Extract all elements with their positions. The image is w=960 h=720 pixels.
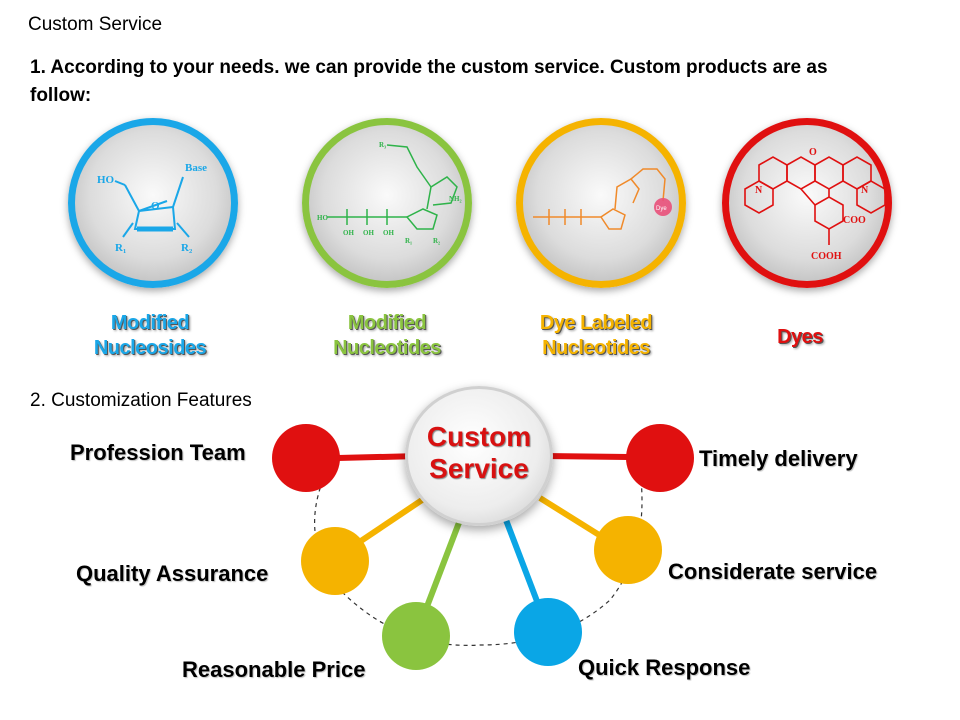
rhodamine-dye-structure-icon: N N O COO COOH (744, 147, 885, 262)
product-label-dye-labeled-nucleotides: Dye Labeled Nucleotides (496, 311, 696, 361)
svg-text:N: N (755, 185, 763, 196)
product-label-line1: Modified (347, 312, 427, 334)
svg-text:NH₂: NH₂ (449, 195, 462, 203)
node-considerate-service (594, 516, 662, 584)
node-quality-assurance (301, 527, 369, 595)
dye-tag-text: Dye (656, 206, 667, 212)
features-section-title: 2. Customization Features (30, 390, 252, 411)
svg-text:N: N (861, 185, 869, 196)
svg-text:OH: OH (343, 229, 354, 237)
feature-label-quality-assurance: Quality Assurance (76, 561, 269, 586)
svg-text:R₂: R₂ (433, 237, 440, 245)
product-label-modified-nucleotides: Modified Nucleotides (287, 311, 487, 361)
nucleotide-structure-icon: HO OH OH OH R₃ R₁ R₂ NH₂ (317, 141, 462, 245)
svg-text:R₁: R₁ (405, 237, 412, 245)
svg-text:OH: OH (363, 229, 374, 237)
svg-text:R₁: R₁ (115, 242, 126, 254)
product-circle-dyes: N N O COO COOH (722, 118, 892, 288)
product-label-line2: Nucleosides (93, 337, 207, 359)
product-label-line1: Modified (110, 312, 190, 334)
product-label-line1: Dyes (777, 326, 823, 348)
feature-label-reasonable-price: Reasonable Price (182, 657, 366, 682)
node-profession-team (272, 424, 340, 492)
product-label-modified-nucleosides: Modified Nucleosides (50, 311, 250, 361)
spoke-timely-delivery (543, 453, 629, 460)
page-title: Custom Service (28, 14, 163, 35)
svg-text:R₂: R₂ (181, 242, 193, 254)
feature-label-quick-response: Quick Response (578, 655, 751, 680)
svg-text:COO: COO (843, 215, 866, 226)
feature-label-timely-delivery: Timely delivery (699, 446, 858, 471)
nucleoside-structure-icon: HO Base R₁ R₂ O (97, 162, 207, 254)
svg-text:HO: HO (317, 214, 328, 222)
svg-text:O: O (151, 200, 160, 212)
product-label-line2: Nucleotides (542, 337, 650, 359)
hub-line2: Service (429, 453, 529, 484)
product-label-dyes: Dyes (700, 325, 900, 350)
svg-text:COOH: COOH (811, 251, 842, 262)
dye-labeled-nucleotide-icon: Dye (533, 168, 672, 230)
feature-label-considerate-service: Considerate service (668, 559, 878, 584)
custom-service-hub: Custom Service (405, 386, 553, 526)
product-circle-dye-labeled-nucleotides: Dye (516, 118, 686, 288)
feature-label-profession-team: Profession Team (70, 440, 246, 465)
svg-text:O: O (809, 147, 817, 158)
node-timely-delivery (626, 424, 694, 492)
hub-line1: Custom (426, 421, 532, 452)
node-reasonable-price (382, 602, 450, 670)
product-circle-modified-nucleosides: HO Base R₁ R₂ O (68, 118, 238, 288)
node-quick-response (514, 598, 582, 666)
product-circle-modified-nucleotides: HO OH OH OH R₃ R₁ R₂ NH₂ (302, 118, 472, 288)
svg-text:R₃: R₃ (379, 141, 386, 149)
svg-text:Base: Base (185, 162, 207, 174)
product-label-line2: Nucleotides (333, 337, 441, 359)
product-label-line1: Dye Labeled (539, 312, 653, 334)
intro-text: 1. According to your needs. we can provi… (30, 57, 828, 106)
svg-text:OH: OH (383, 229, 394, 237)
svg-text:HO: HO (97, 174, 115, 186)
